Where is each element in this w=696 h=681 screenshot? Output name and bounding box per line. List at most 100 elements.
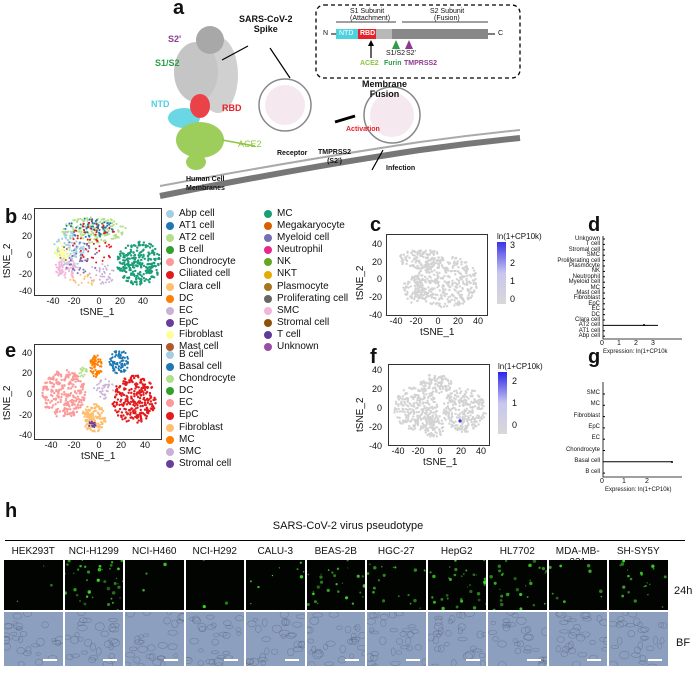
ytick-c-40: 40	[371, 239, 382, 249]
cell-point	[118, 350, 121, 353]
cell-point	[465, 395, 468, 399]
cell-point	[424, 263, 428, 266]
cell-point	[418, 252, 422, 255]
cell-point	[95, 223, 98, 226]
cell-point	[408, 264, 412, 268]
legend-label: EC	[179, 304, 193, 316]
cell-point	[119, 254, 122, 258]
cell-point	[424, 292, 427, 295]
cell-point	[91, 240, 94, 244]
cell-outline	[17, 661, 25, 668]
cell-outline	[314, 648, 322, 655]
cell-point	[75, 226, 78, 229]
cell-point	[68, 222, 71, 225]
legend-label: NK	[277, 256, 291, 268]
cell-point	[123, 382, 127, 386]
cell-point	[71, 274, 74, 277]
ylabel-e: tSNE_2	[2, 385, 13, 420]
cell-point	[71, 385, 74, 388]
gfp-cell	[423, 569, 426, 572]
cell-point	[454, 296, 457, 300]
cell-outline	[255, 624, 262, 633]
cell-point	[145, 398, 149, 401]
cell-point	[477, 423, 480, 426]
cell-line-label: HGC-27	[377, 546, 415, 557]
b-legend-item: Mast cell	[166, 341, 236, 353]
cell-point	[482, 404, 485, 408]
colorbar-c-tick-1: 1	[510, 276, 516, 286]
cell-point	[139, 270, 142, 274]
cell-point	[427, 417, 430, 421]
cell-point	[84, 231, 87, 234]
cell-point	[432, 273, 436, 277]
gfp-cell	[311, 592, 315, 596]
cell-point	[454, 397, 457, 401]
cell-point	[123, 370, 126, 373]
cell-outline	[137, 645, 148, 653]
cell-point	[77, 400, 81, 404]
cell-point	[457, 290, 461, 293]
cell-point	[440, 256, 443, 259]
cell-point	[139, 404, 142, 408]
xtick-d-2: 2	[634, 340, 638, 347]
b-legend-item: Neutrophil	[264, 244, 348, 256]
cell-point	[103, 275, 106, 278]
gfp-cell	[476, 592, 480, 596]
gfp-cell	[163, 562, 167, 567]
cell-point	[129, 400, 133, 403]
cell-point	[82, 251, 85, 254]
cell-point	[107, 223, 110, 226]
legend-label: B cell	[179, 244, 204, 256]
cell-point	[45, 396, 49, 399]
cell-point	[103, 272, 106, 275]
cell-point	[120, 351, 123, 354]
gfp-cell	[543, 602, 546, 605]
bar-category-label: Proliferating cell	[557, 257, 600, 264]
cell-point	[125, 411, 128, 414]
cell-point	[443, 280, 446, 283]
cell-point	[111, 402, 115, 405]
cell-point	[146, 259, 150, 262]
legend-swatch	[166, 423, 174, 432]
cell-point	[426, 277, 429, 280]
cell-point	[405, 262, 408, 266]
cell-point	[92, 225, 95, 228]
cell-outline	[490, 620, 497, 625]
cell-point	[130, 391, 133, 395]
cell-point	[135, 280, 138, 284]
cell-point	[128, 381, 131, 384]
gfp-cell	[110, 561, 113, 564]
cell-outline	[205, 614, 214, 620]
cell-point	[79, 247, 82, 250]
cell-point	[118, 361, 121, 364]
cell-point	[446, 261, 450, 264]
cell-outline	[307, 638, 314, 644]
cell-point	[482, 416, 486, 419]
cell-outline	[344, 625, 351, 634]
cell-point	[466, 274, 469, 277]
cell-point	[107, 219, 110, 222]
cell-outline	[107, 618, 118, 622]
gfp-cell	[72, 572, 75, 575]
cell-point	[151, 405, 155, 408]
cell-point	[70, 414, 73, 418]
cell-point	[108, 281, 111, 284]
cell-point	[90, 220, 93, 223]
cell-point	[79, 404, 82, 407]
gfp-cell	[532, 559, 537, 563]
cell-outline	[210, 650, 219, 655]
gfp-cell	[108, 567, 111, 570]
cell-point	[86, 411, 90, 415]
xlabel-d: Expression: ln(1+CP10k	[603, 349, 668, 355]
cell-outline	[366, 661, 377, 667]
cell-point	[422, 380, 426, 383]
cell-point	[143, 279, 146, 283]
axis-lines	[602, 236, 682, 340]
cell-point	[61, 385, 64, 389]
membrane-fusion-label: Membrane Fusion	[362, 79, 408, 99]
cell-point	[438, 289, 442, 292]
cell-point	[458, 285, 462, 288]
cell-point	[408, 407, 412, 411]
cell-outline	[296, 614, 307, 619]
cell-point	[413, 418, 416, 422]
